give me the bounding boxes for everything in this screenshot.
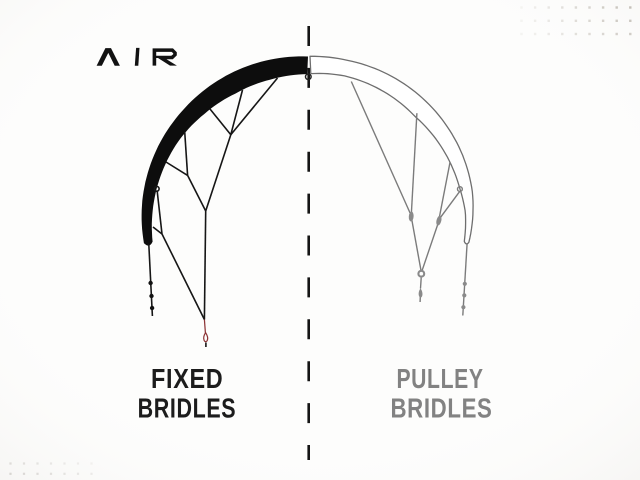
svg-text:BRIDLES: BRIDLES [390,393,492,424]
svg-text:PULLEY: PULLEY [396,364,483,394]
svg-text:BRIDLES: BRIDLES [138,394,237,424]
svg-text:FIXED: FIXED [151,364,223,394]
